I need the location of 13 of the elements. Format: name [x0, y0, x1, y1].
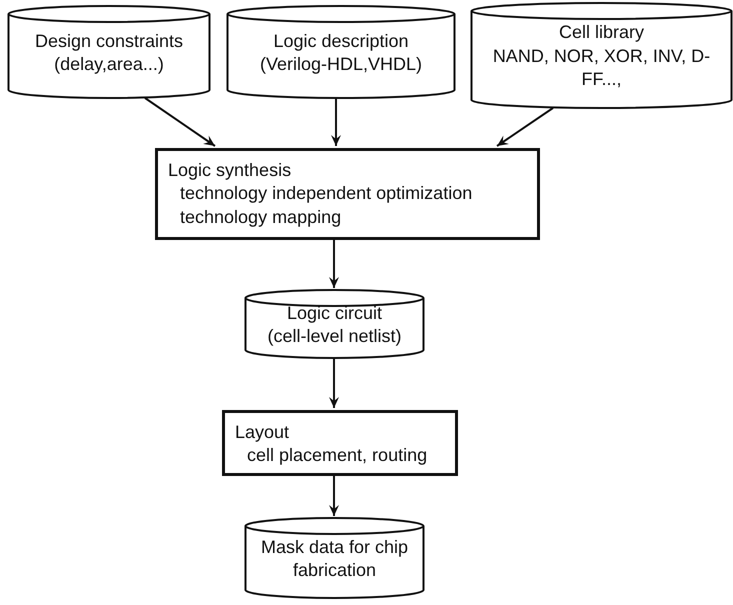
node-title: Logic synthesis: [168, 159, 292, 182]
node-title: Layout: [235, 421, 290, 444]
node-detail: technology independent optimization: [179, 182, 474, 206]
node-detail: cell placement, routing: [246, 444, 428, 468]
arrow: [329, 476, 339, 516]
arrow: [331, 98, 341, 146]
arrow: [144, 97, 216, 147]
process-box: [222, 410, 458, 476]
arrow: [329, 358, 339, 408]
node-detail: technology mapping: [179, 206, 342, 229]
arrow: [496, 107, 554, 147]
process-box: [155, 148, 540, 240]
arrow: [329, 240, 339, 288]
